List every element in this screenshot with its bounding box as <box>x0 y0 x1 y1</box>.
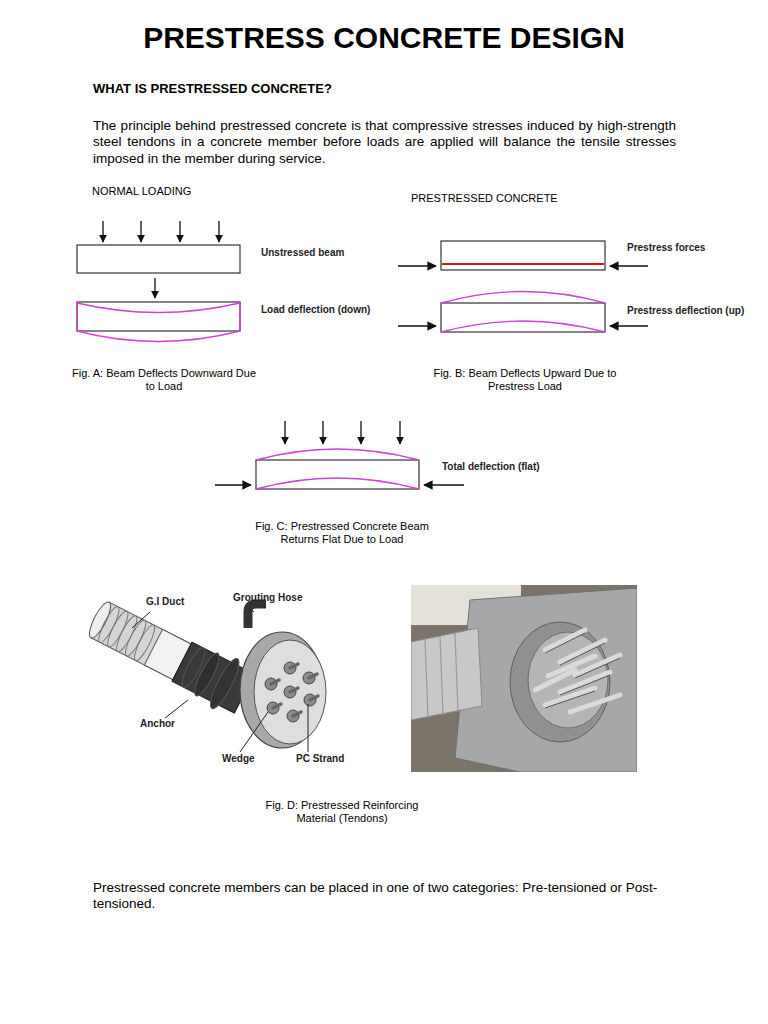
anchor-photo <box>570 695 620 712</box>
deflection-curve <box>441 321 605 332</box>
body-paragraph: Prestressed concrete members can be plac… <box>93 880 683 911</box>
part-label: PC Strand <box>296 753 344 765</box>
load-arrow <box>285 421 400 444</box>
figure-caption: Fig. B: Beam Deflects Upward Due to Pres… <box>430 367 620 393</box>
anchor-photo <box>560 675 610 695</box>
load-arrow <box>154 278 155 298</box>
anchor-drawing <box>290 688 298 692</box>
deflection-curve <box>77 303 240 313</box>
anchor-drawing <box>309 674 317 678</box>
figure-caption: Fig. A: Beam Deflects Downward Due to Lo… <box>69 367 259 393</box>
load-arrow <box>360 421 361 444</box>
leader-line <box>165 700 188 718</box>
anchor-photo <box>575 655 620 675</box>
anchor-photo <box>575 658 620 678</box>
beam <box>441 241 605 332</box>
leader-line <box>308 704 309 752</box>
figure-caption: Fig. C: Prestressed Concrete Beam Return… <box>243 520 441 546</box>
page-title: PRESTRESS CONCRETE DESIGN <box>14 20 754 56</box>
anchor-photo <box>411 585 637 772</box>
prestress-arrow <box>398 325 436 327</box>
part-label: Wedge <box>222 753 255 765</box>
anchor-drawing <box>271 680 279 684</box>
anchor-photo <box>425 640 428 718</box>
deflection-curve <box>441 292 605 304</box>
section-heading: WHAT IS PRESTRESSED CONCRETE? <box>93 81 332 97</box>
prestress-arrow <box>398 265 436 267</box>
leader-line <box>132 609 308 752</box>
part-label: Anchor <box>140 718 175 730</box>
deflection-curve <box>256 478 419 489</box>
load-arrow <box>322 421 323 444</box>
body-paragraph: The principle behind prestressed concret… <box>93 118 676 167</box>
tendon-line <box>442 263 604 265</box>
load-arrow <box>284 421 285 444</box>
callout-label: Load deflection (down) <box>261 304 370 316</box>
load-arrow <box>102 221 103 242</box>
anchor-drawing <box>82 592 326 748</box>
anchor-drawing <box>293 712 301 716</box>
callout-label: Total deflection (flat) <box>442 461 540 473</box>
beam <box>441 303 605 332</box>
anchor-photo <box>440 636 443 715</box>
deflection-curve <box>256 449 419 460</box>
anchor-drawing <box>290 664 298 668</box>
deflection-curve <box>77 302 240 342</box>
deflection-curve <box>256 449 419 489</box>
part-label: G.I Duct <box>146 596 184 608</box>
callout-label: Prestress deflection (up) <box>627 305 744 317</box>
anchor-drawing <box>310 696 318 700</box>
load-arrow <box>179 221 180 242</box>
anchor-photo <box>545 691 595 708</box>
callout-label: Unstressed beam <box>261 247 344 259</box>
leader-line <box>250 609 254 612</box>
prestress-arrow <box>610 325 648 327</box>
anchor-photo <box>455 633 458 712</box>
leader-line <box>132 612 150 628</box>
anchor-drawing <box>206 655 244 711</box>
deflection-curve <box>239 302 240 331</box>
figure-heading: NORMAL LOADING <box>92 185 191 198</box>
prestress-arrow <box>398 266 648 326</box>
anchor-photo <box>510 622 610 742</box>
anchor-drawing <box>273 704 281 708</box>
deflection-curve <box>77 331 240 342</box>
anchor-photo <box>535 630 620 712</box>
anchor-drawing <box>82 592 257 718</box>
prestress-arrow <box>424 484 464 486</box>
anchor-photo <box>535 670 575 690</box>
leader-line <box>240 712 268 752</box>
load-arrow <box>140 221 141 242</box>
load-arrow <box>218 221 219 242</box>
load-arrow <box>399 421 400 444</box>
anchor-drawing <box>248 604 266 628</box>
anchor-photo <box>411 585 637 772</box>
anchor-photo <box>560 643 605 665</box>
beam <box>77 302 240 331</box>
callout-label: Prestress forces <box>627 242 705 254</box>
prestress-arrow <box>215 484 251 486</box>
figure-caption: Fig. D: Prestressed Reinforcing Material… <box>248 799 436 825</box>
anchor-drawing <box>271 664 318 716</box>
deflection-curve <box>441 292 605 333</box>
part-label: Grouting Hose <box>233 592 302 604</box>
prestress-arrow <box>610 265 648 267</box>
beam <box>256 460 419 489</box>
anchor-photo <box>411 628 482 720</box>
anchor-photo <box>545 633 585 653</box>
anchor-photo <box>455 588 637 772</box>
beam <box>77 245 240 273</box>
anchor-photo <box>425 633 458 718</box>
prestress-arrow <box>215 484 464 486</box>
beam <box>77 245 240 331</box>
anchor-photo <box>545 633 620 708</box>
beam <box>441 241 605 270</box>
deflection-curve <box>76 302 77 331</box>
anchor-photo <box>545 630 585 650</box>
anchor-drawing <box>254 640 326 744</box>
figure-heading: PRESTRESSED CONCRETE <box>411 192 558 205</box>
